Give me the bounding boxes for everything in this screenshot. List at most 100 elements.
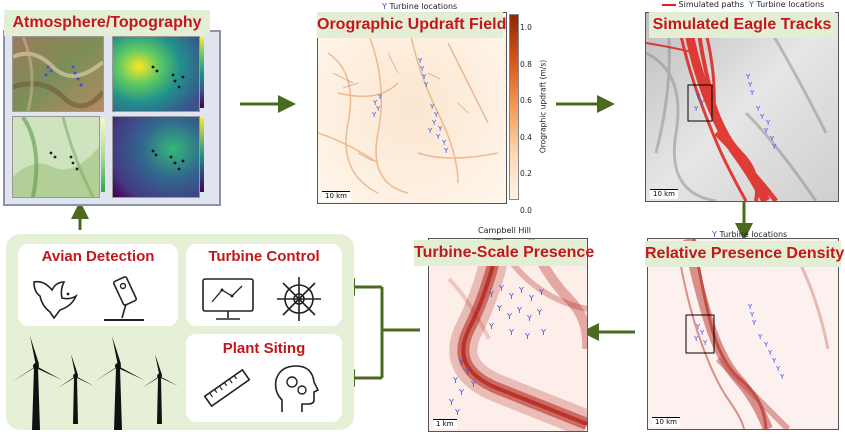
wind-turbines-row: [12, 336, 178, 430]
svg-text:Y: Y: [431, 119, 437, 127]
turbine-scale-title: Turbine-Scale Presence: [414, 240, 594, 266]
svg-text:Y: Y: [423, 81, 429, 89]
updraft-colorbar-ticks: 1.0 0.8 0.6 0.4 0.2 0.0: [520, 23, 532, 215]
svg-text:Y: Y: [755, 105, 761, 113]
svg-text:Y: Y: [518, 286, 524, 295]
turbine-scale-subtitle: Campbell Hill: [478, 226, 532, 235]
tracks-legend: Simulated paths Y Turbine locations: [662, 0, 824, 9]
svg-text:Y: Y: [452, 376, 458, 385]
svg-text:Y: Y: [749, 89, 755, 97]
plant-siting-box: [186, 334, 342, 422]
svg-text:Y: Y: [429, 103, 435, 111]
svg-text:Y: Y: [749, 311, 755, 319]
head-gears-icon: [274, 365, 320, 412]
monitor-icon: [202, 278, 254, 320]
svg-text:Y: Y: [767, 349, 773, 357]
svg-text:Y: Y: [375, 105, 381, 113]
svg-text:Y: Y: [437, 125, 443, 133]
plant-siting-title: Plant Siting: [222, 340, 306, 357]
svg-text:Y: Y: [765, 119, 771, 127]
svg-text:Y: Y: [488, 290, 494, 299]
turbine-scale-scale-bar: 1 km: [433, 419, 457, 429]
avian-detection-title: Avian Detection: [41, 248, 155, 265]
svg-text:Y: Y: [454, 408, 460, 417]
atm-map-wind-speed: [112, 36, 200, 112]
updraft-colorbar-label: Orographic updraft (m/s): [538, 59, 548, 154]
atm-map-landcover: [12, 116, 100, 198]
tracks-title: Simulated Eagle Tracks: [649, 12, 835, 38]
updraft-legend: Y Turbine locations: [382, 2, 458, 11]
svg-text:Y: Y: [759, 113, 765, 121]
svg-text:Y: Y: [427, 127, 433, 135]
svg-text:Y: Y: [538, 288, 544, 297]
avian-detection-box: [18, 244, 178, 326]
svg-text:Y: Y: [528, 294, 534, 303]
svg-text:Y: Y: [470, 380, 476, 389]
svg-text:Y: Y: [769, 135, 775, 143]
turbine-marker-icon: Y: [382, 2, 387, 11]
updraft-colorbar: [509, 14, 519, 200]
svg-text:Y: Y: [417, 57, 423, 65]
camera-sensor-icon: [104, 276, 144, 321]
svg-text:Y: Y: [747, 303, 753, 311]
svg-text:Y: Y: [441, 139, 447, 147]
tracks-scale-bar: 10 km: [650, 189, 679, 199]
turbine-marker-icon: Y: [712, 230, 717, 239]
svg-text:Y: Y: [458, 388, 464, 397]
wind-turbine-icon: [94, 336, 144, 430]
density-title: Relative Presence Density: [645, 241, 844, 267]
svg-text:Y: Y: [464, 368, 470, 377]
turbine-control-box: [186, 244, 342, 326]
svg-text:Y: Y: [763, 127, 769, 135]
svg-text:Y: Y: [506, 312, 512, 321]
svg-text:Y: Y: [757, 333, 763, 341]
svg-text:Y: Y: [693, 335, 699, 343]
svg-text:Y: Y: [508, 328, 514, 337]
svg-text:Y: Y: [775, 365, 781, 373]
atm-colorbar-1: [200, 38, 204, 108]
svg-text:Y: Y: [699, 329, 705, 337]
atm-colorbar-3: [200, 118, 204, 192]
svg-text:Y: Y: [377, 93, 383, 101]
svg-text:Y: Y: [747, 81, 753, 89]
svg-text:Y: Y: [540, 328, 546, 337]
svg-text:Y: Y: [771, 357, 777, 365]
svg-text:Y: Y: [516, 306, 522, 315]
updraft-title: Orographic Updraft Field: [317, 12, 506, 38]
svg-text:Y: Y: [693, 105, 699, 113]
svg-text:Y: Y: [779, 373, 785, 381]
svg-text:Y: Y: [695, 323, 701, 331]
svg-text:Y: Y: [433, 111, 439, 119]
svg-text:Y: Y: [498, 284, 504, 293]
svg-text:Y: Y: [458, 358, 464, 367]
atm-colorbar-2: [101, 118, 105, 192]
svg-text:Y: Y: [771, 143, 777, 151]
svg-text:Y: Y: [421, 73, 427, 81]
density-legend: Y Turbine locations: [712, 230, 788, 239]
updraft-scale-bar: 10 km: [322, 191, 351, 201]
svg-text:Y: Y: [699, 99, 705, 107]
svg-text:Y: Y: [526, 314, 532, 323]
turbine-marker-icon: Y: [748, 0, 754, 9]
turbine-control-title: Turbine Control: [208, 248, 320, 265]
eagle-icon: [33, 280, 78, 320]
atmosphere-title: Atmosphere/Topography: [4, 10, 210, 36]
atm-map-topo-terrain: [12, 36, 104, 112]
svg-text:Y: Y: [372, 99, 378, 107]
svg-text:Y: Y: [702, 339, 708, 347]
ruler-icon: [203, 368, 251, 408]
density-scale-bar: 10 km: [652, 417, 681, 427]
svg-text:Y: Y: [448, 398, 454, 407]
wind-turbine-icon: [58, 354, 94, 424]
svg-text:Y: Y: [524, 332, 530, 341]
wind-turbine-icon: [12, 336, 62, 430]
wind-turbine-icon: [142, 354, 178, 424]
svg-text:Y: Y: [508, 292, 514, 301]
svg-text:Y: Y: [751, 319, 757, 327]
svg-text:Y: Y: [695, 93, 701, 101]
